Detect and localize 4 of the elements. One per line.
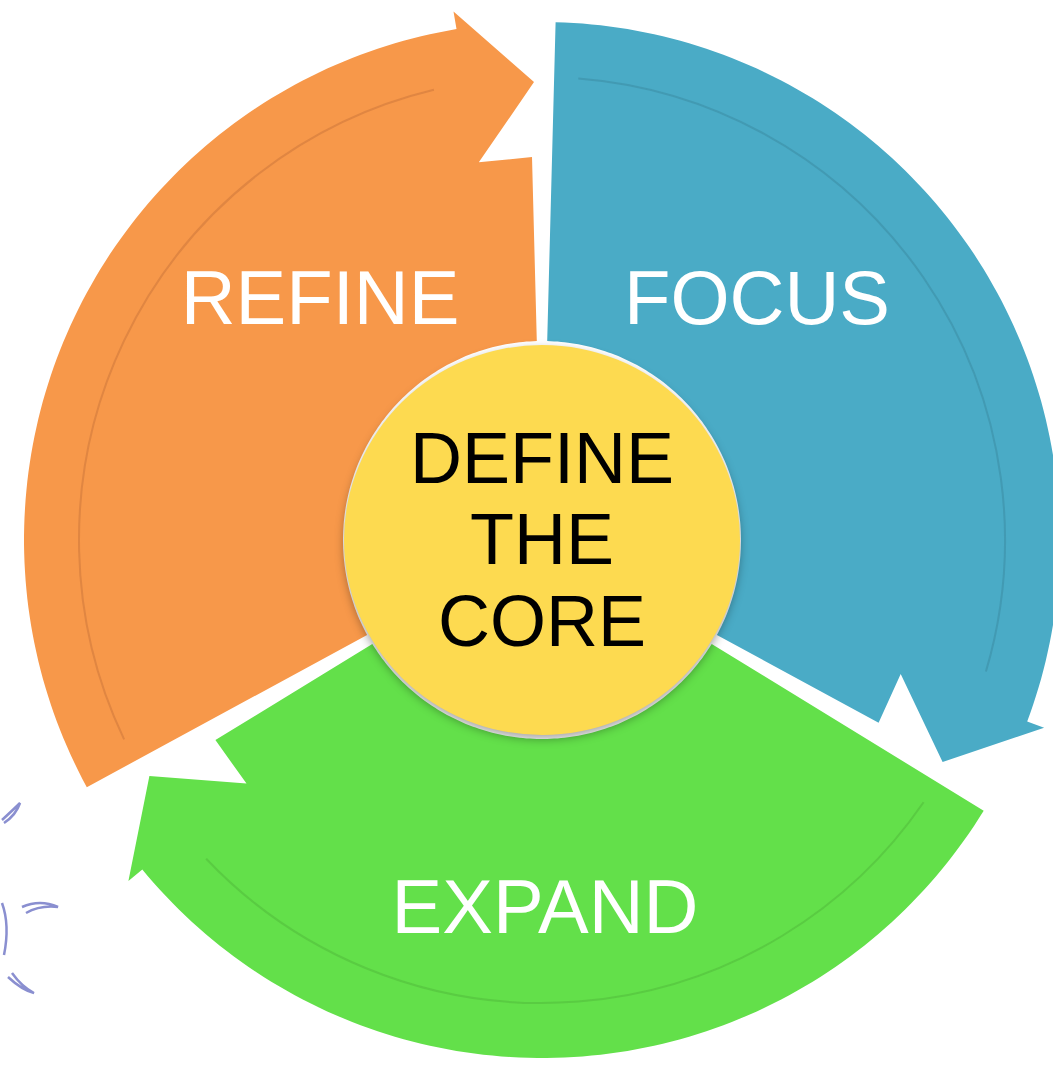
stage-label: REFINE	[180, 260, 460, 336]
core-label: DEFINE THE CORE	[410, 417, 674, 663]
stage-label: EXPAND	[391, 869, 699, 945]
stage-label: FOCUS	[624, 260, 890, 336]
